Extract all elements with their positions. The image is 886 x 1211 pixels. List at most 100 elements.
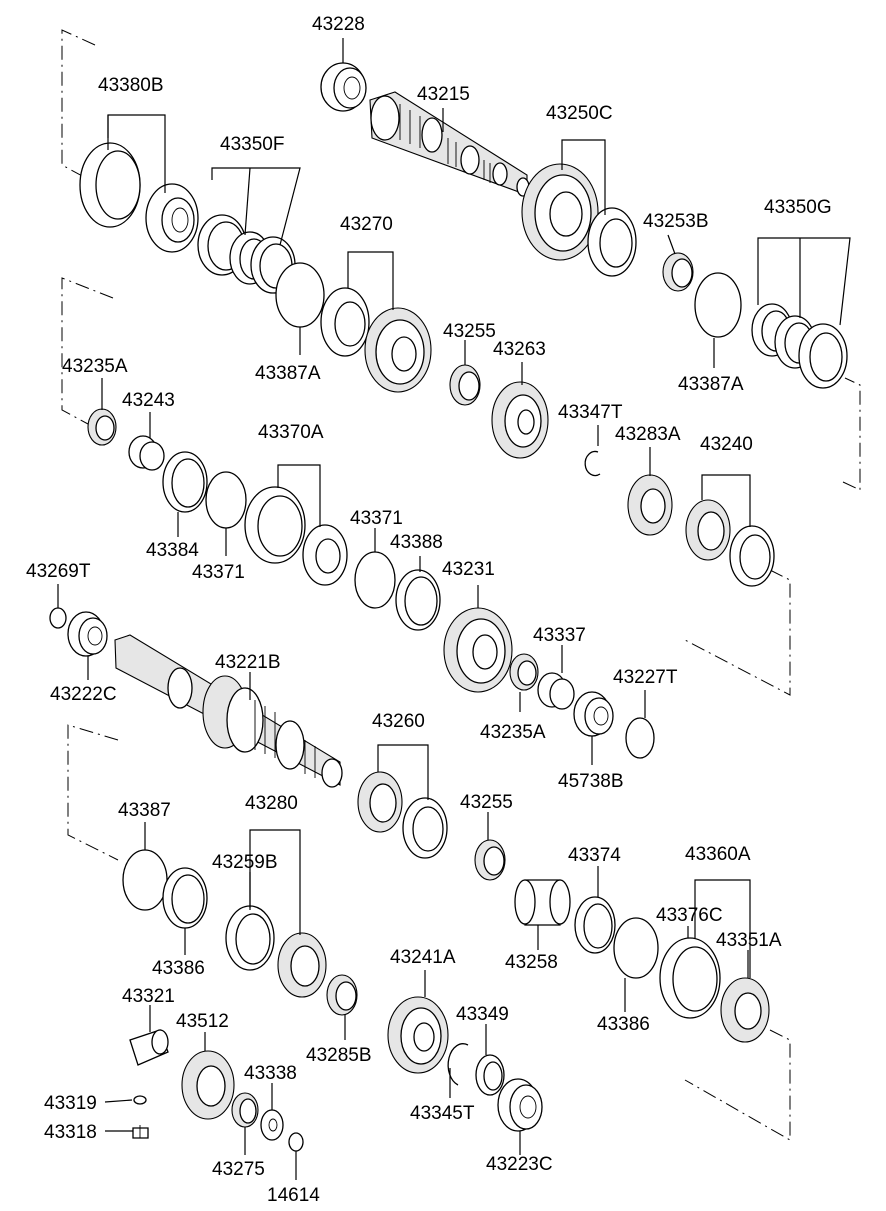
label-43387: 43387 [118, 800, 171, 821]
label-43387A-1: 43387A [255, 363, 321, 384]
bolt-43318 [132, 1125, 149, 1139]
needle-bearing-43275 [231, 1092, 259, 1128]
label-43374: 43374 [568, 845, 621, 866]
label-43270: 43270 [340, 214, 393, 235]
bearing-43222C [67, 611, 108, 657]
label-43280: 43280 [245, 793, 298, 814]
clip-43269T [49, 607, 67, 629]
label-43269T: 43269T [26, 561, 91, 582]
label-43255-1: 43255 [443, 321, 496, 342]
label-43253B: 43253B [643, 211, 709, 232]
label-43258: 43258 [505, 952, 558, 973]
label-43215: 43215 [417, 84, 470, 105]
washer-43338 [260, 1109, 284, 1141]
collar-43243 [128, 435, 165, 471]
gear-43270 [320, 287, 432, 393]
label-43350G: 43350G [764, 197, 832, 218]
snap-ring-43387A-2 [694, 272, 742, 338]
label-43231: 43231 [442, 559, 495, 580]
label-14614: 14614 [267, 1185, 320, 1206]
snap-ring-43371-1 [354, 551, 396, 609]
label-43388: 43388 [390, 532, 443, 553]
label-43319: 43319 [44, 1093, 97, 1114]
label-45738B: 45738B [558, 771, 624, 792]
needle-bearing-43235A-2 [509, 653, 539, 691]
label-43349: 43349 [456, 1004, 509, 1025]
label-43318: 43318 [44, 1122, 97, 1143]
label-43263: 43263 [493, 339, 546, 360]
label-43338: 43338 [244, 1063, 297, 1084]
label-43371-1: 43371 [350, 508, 403, 529]
label-43370A: 43370A [258, 422, 324, 443]
gear-43280 [277, 932, 327, 998]
snap-ring-43227T [625, 717, 655, 759]
ring-43374 [574, 896, 616, 954]
output-shaft-43221B [114, 634, 343, 788]
boundary-lines [61, 29, 861, 1141]
snap-ring-43387 [122, 849, 168, 911]
gear-43260 [357, 771, 448, 859]
label-43386-2: 43386 [597, 1014, 650, 1035]
needle-bearing-43255-2 [474, 839, 506, 881]
gear-43512 [181, 1050, 235, 1120]
label-43345T: 43345T [410, 1103, 475, 1124]
needle-bearing-43285B [326, 974, 358, 1016]
gear-43241A [387, 996, 449, 1074]
label-43321: 43321 [122, 986, 175, 1007]
label-43376C: 43376C [656, 905, 723, 926]
sleeve-43370A [244, 486, 348, 586]
label-43283A: 43283A [615, 424, 681, 445]
label-43241A: 43241A [390, 947, 456, 968]
label-43235A-1: 43235A [62, 356, 128, 377]
leader-lines [57, 38, 851, 1180]
bearing-45738B [573, 691, 614, 737]
parts [49, 62, 848, 1152]
sleeve-43258 [514, 879, 571, 926]
collar-43337 [537, 672, 575, 710]
sleeve-43380B [79, 142, 199, 253]
needle-bearing-43235A-1 [87, 408, 117, 446]
gear-43283A [627, 474, 673, 536]
label-43371-2: 43371 [192, 562, 245, 583]
ring-43384 [162, 451, 208, 513]
label-43222C: 43222C [50, 684, 117, 705]
sleeve-43376C [659, 937, 721, 1019]
ring-43388 [395, 569, 441, 631]
label-43285B: 43285B [306, 1045, 372, 1066]
ring-14614 [288, 1132, 304, 1152]
label-43221B: 43221B [215, 652, 281, 673]
label-43223C: 43223C [486, 1154, 553, 1175]
gear-43231 [443, 607, 513, 693]
snap-ring-43371-2 [205, 471, 247, 529]
label-43351A: 43351A [716, 930, 782, 951]
label-43386-1: 43386 [152, 958, 205, 979]
label-43228: 43228 [312, 14, 365, 35]
label-43347T: 43347T [558, 402, 623, 423]
label-43250C: 43250C [546, 103, 613, 124]
ring-43386-1 [162, 867, 208, 929]
label-43350F: 43350F [220, 134, 284, 155]
hub-43351A [720, 977, 770, 1043]
label-43337: 43337 [533, 625, 586, 646]
label-43387A-2: 43387A [678, 374, 744, 395]
clip-43347T [584, 450, 601, 477]
gear-43263 [491, 381, 549, 459]
label-43227T: 43227T [613, 667, 678, 688]
label-43275: 43275 [212, 1159, 265, 1180]
gear-43240 [685, 499, 775, 587]
bearing-43223C [497, 1078, 543, 1132]
snap-ring-43387A-1 [275, 262, 325, 328]
synchro-ring-43350F [197, 214, 296, 294]
synchro-ring-43350G [751, 303, 848, 389]
needle-bearing-43255-1 [449, 364, 481, 406]
needle-bearing-43253B [662, 252, 694, 292]
input-shaft-43215 [369, 91, 530, 197]
ring-43349 [475, 1054, 505, 1096]
label-43360A: 43360A [685, 844, 751, 865]
label-43384: 43384 [146, 540, 199, 561]
ring-43259B [225, 905, 275, 971]
label-43260: 43260 [372, 711, 425, 732]
label-43255-2: 43255 [460, 792, 513, 813]
